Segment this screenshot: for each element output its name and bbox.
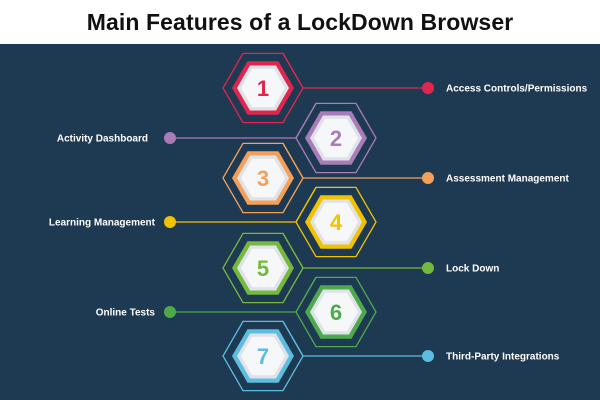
hex-outline-4: [295, 186, 377, 258]
connector-dot-3: [422, 172, 434, 184]
connector-line-1: [282, 53, 428, 89]
hex-outline-7: [222, 320, 304, 392]
hex-outline-1: [222, 52, 304, 124]
hex-outline-6: [295, 276, 377, 348]
connector-dot-5: [422, 262, 434, 274]
feature-label-2: Activity Dashboard: [57, 134, 148, 145]
feature-number-7: 7: [257, 344, 269, 369]
feature-label-7: Third-Party Integrations: [446, 352, 560, 363]
hex-face-6: [314, 292, 358, 332]
feature-number-4: 4: [330, 210, 343, 235]
hex-outline-2: [295, 102, 377, 174]
hex-face-1: [241, 68, 285, 108]
diagram-panel: [0, 44, 600, 400]
hex-face-7: [241, 336, 285, 376]
connector-line-2: [170, 103, 317, 139]
hex-outline-3: [222, 142, 304, 214]
title-bar: Main Features of a LockDown Browser: [0, 0, 600, 44]
feature-label-1: Access Controls/Permissions: [446, 84, 588, 95]
hex-face-4: [314, 202, 358, 242]
connector-dot-7: [422, 350, 434, 362]
connector-dot-4: [164, 216, 176, 228]
feature-number-5: 5: [257, 256, 269, 281]
feature-label-4: Learning Management: [49, 218, 156, 229]
page-title: Main Features of a LockDown Browser: [86, 8, 514, 35]
feature-number-1: 1: [257, 76, 269, 101]
hex-face-5: [241, 248, 285, 288]
feature-label-6: Online Tests: [96, 308, 156, 319]
hex-face-2: [314, 118, 358, 158]
feature-label-5: Lock Down: [446, 264, 499, 275]
feature-number-3: 3: [257, 166, 269, 191]
feature-label-3: Assessment Management: [446, 174, 569, 185]
feature-number-6: 6: [330, 300, 342, 325]
connector-dot-1: [422, 82, 434, 94]
feature-number-2: 2: [330, 126, 342, 151]
connector-dot-2: [164, 132, 176, 144]
hex-face-3: [241, 158, 285, 198]
connector-dot-6: [164, 306, 176, 318]
hex-outline-5: [222, 232, 304, 304]
